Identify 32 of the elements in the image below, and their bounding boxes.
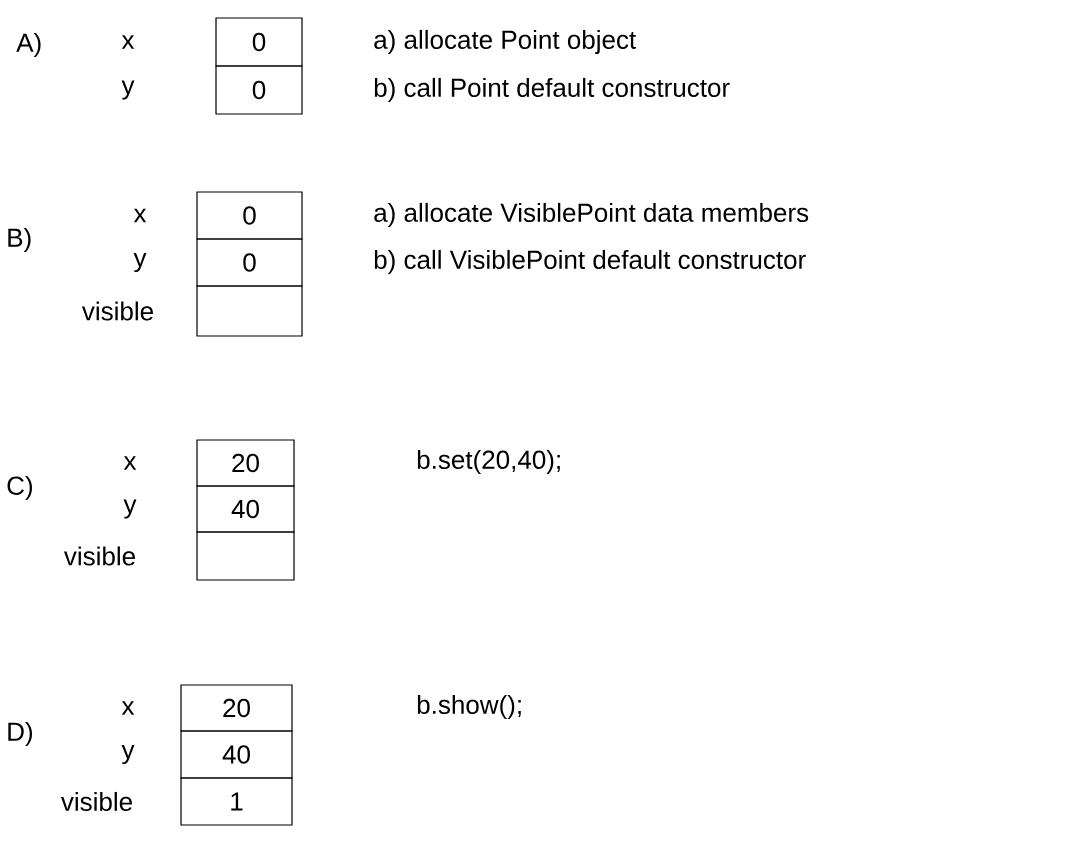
memory-cell: 20 — [180, 684, 293, 732]
memory-cell: 0 — [196, 191, 303, 240]
label-text: D) — [8, 721, 32, 747]
memory-cell — [196, 531, 295, 581]
label-text: C) — [7, 475, 32, 501]
field-name: y — [121, 744, 135, 765]
label-text: b.set(20,40); — [417, 449, 560, 475]
memory-cell: 20 — [196, 439, 295, 487]
memory-cell: 40 — [196, 485, 295, 533]
field-name: visible — [61, 791, 132, 812]
memory-cell: 40 — [180, 730, 293, 779]
label-text: A) — [16, 32, 41, 58]
field-name: visible — [82, 301, 153, 321]
label-text: b) call VisiblePoint default constructor — [374, 249, 806, 275]
memory-cell — [196, 285, 303, 337]
field-name: y — [133, 252, 147, 273]
label-text: B) — [8, 227, 31, 253]
label-text: a) allocate Point object — [374, 29, 636, 55]
label-text: b) call Point default constructor — [374, 77, 730, 103]
label-text: b.show(); — [417, 694, 521, 720]
memory-cell: 0 — [215, 65, 303, 115]
memory-cell: 0 — [196, 238, 303, 287]
memory-cell: 1 — [180, 777, 293, 826]
field-name: x — [123, 456, 137, 470]
field-name: x — [121, 701, 135, 715]
field-name: y — [121, 80, 135, 100]
field-name: y — [123, 499, 137, 519]
field-name: visible — [64, 546, 135, 566]
field-name: x — [121, 35, 135, 49]
field-name: x — [133, 208, 147, 223]
memory-cell: 0 — [215, 17, 303, 67]
label-text: a) allocate VisiblePoint data members — [374, 202, 809, 228]
